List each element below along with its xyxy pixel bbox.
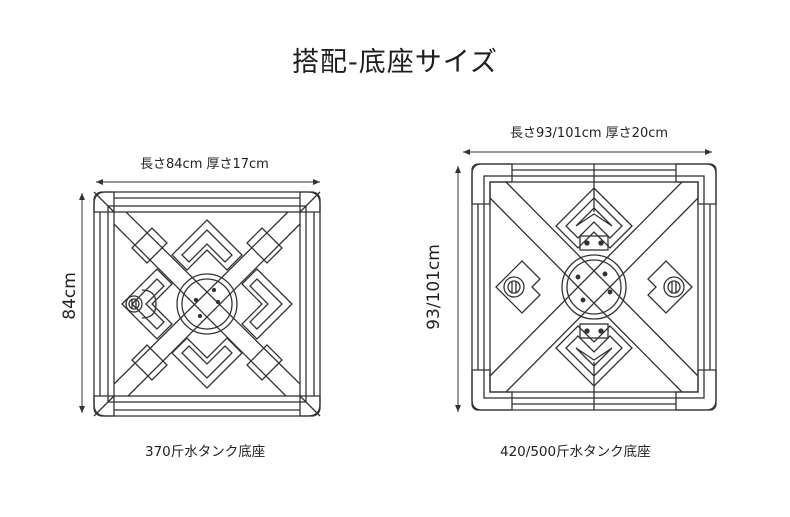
corner-blocks bbox=[93, 191, 321, 417]
center-hub bbox=[561, 254, 627, 320]
drain-plug-right bbox=[663, 276, 685, 298]
drain-plug-left bbox=[503, 276, 525, 298]
base-outline bbox=[93, 191, 321, 417]
corner-blocks bbox=[471, 163, 717, 411]
base-370-diagram bbox=[93, 191, 321, 417]
caption-right-base: 420/500斤水タンク底座 bbox=[500, 444, 651, 460]
width-label-left-base: 長さ84cm 厚さ17cm bbox=[140, 157, 269, 172]
diagonal-ribs bbox=[489, 181, 699, 393]
page-title: 搭配-底座サイズ bbox=[292, 47, 498, 78]
bolt-plates bbox=[579, 235, 609, 339]
height-label-left-base: 84cm bbox=[60, 272, 80, 320]
diagonal-ribs bbox=[113, 211, 301, 397]
drain-plug bbox=[125, 289, 157, 319]
width-label-right-base: 長さ93/101cm 厚さ20cm bbox=[510, 126, 669, 141]
base-420-500-diagram bbox=[471, 163, 717, 411]
diamond-patterns bbox=[121, 219, 293, 389]
height-label-right-base: 93/101cm bbox=[424, 244, 444, 330]
caption-left-base: 370斤水タンク底座 bbox=[145, 444, 266, 460]
diamond-patterns bbox=[495, 187, 693, 387]
center-hub bbox=[176, 273, 238, 335]
